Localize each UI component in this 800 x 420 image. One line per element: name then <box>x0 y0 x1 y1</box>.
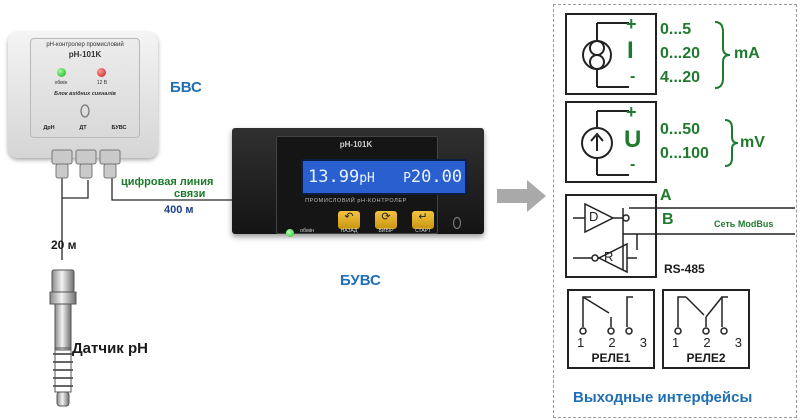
current-range: 4...20 <box>660 69 701 86</box>
sensor-cable-branch <box>62 180 89 199</box>
bvs-brand: pH-контролер промисловий <box>46 42 124 48</box>
modbus-network-label: Сеть ModBus <box>714 219 774 229</box>
voltage-brace-icon <box>724 119 739 167</box>
outputs-title: Выходные интерфейсы <box>573 389 753 406</box>
current-range: 0...20 <box>660 45 701 62</box>
start-button-label: СТАРТ <box>415 228 431 234</box>
relay-pin: 3 <box>639 335 647 350</box>
rs485-label: RS-485 <box>664 262 705 276</box>
relay2-pins: 1 2 3 <box>672 335 742 350</box>
relay1-pins: 1 2 3 <box>577 335 647 350</box>
bvs-logo-icon <box>80 104 90 118</box>
exchange-led <box>286 229 294 237</box>
controller-model: pH-101K <box>339 140 373 149</box>
buvs-controller: pH-101K 13.99pH P20.00 ПРОМИСЛОВИЙ pH-КО… <box>232 128 484 237</box>
lcd-ph-unit: pH <box>359 171 375 186</box>
relay-pin: 1 <box>672 335 680 350</box>
digital-link-label: цифровая линия <box>121 176 214 188</box>
back-button[interactable]: ↶ <box>338 211 360 229</box>
current-brace-icon <box>714 21 731 89</box>
link-length-label: 400 м <box>164 204 194 216</box>
bvs-port-label: ДТ <box>79 125 87 131</box>
relay1-box: 1 2 3 РЕЛЕ1 <box>567 289 655 369</box>
bvs-port-label: ДрН <box>43 125 55 131</box>
exchange-led-label: обмін <box>300 228 315 234</box>
current-source-icon <box>582 22 629 88</box>
voltage-source-icon <box>581 110 629 176</box>
bvs-model: pH-101K <box>68 50 102 59</box>
buvs-label: БУВС <box>340 272 381 289</box>
bvs-block-name: Блок вхідних сигналів <box>54 91 116 97</box>
digital-link-label-2: связи <box>174 188 206 200</box>
relay-pin: 1 <box>577 335 585 350</box>
bvs-exchange-led <box>57 68 66 77</box>
current-unit: mA <box>734 45 760 62</box>
relay1-contact-icon <box>579 296 633 335</box>
voltage-plus: + <box>626 102 637 122</box>
rs485-circuit-icon <box>573 202 795 274</box>
lcd-p-label: P <box>403 171 411 186</box>
current-range: 0...5 <box>660 21 692 38</box>
current-letter: I <box>627 37 634 64</box>
digital-link-wire <box>111 178 233 201</box>
voltage-range: 0...50 <box>660 121 701 138</box>
lcd-display: 13.99pH P20.00 <box>301 159 467 195</box>
lcd-p-value: 20.00 <box>410 167 463 187</box>
ph-sensor-probe <box>49 269 77 407</box>
bvs-exchange-label: обмін <box>54 80 68 86</box>
rs485-driver: D <box>589 209 599 224</box>
bvs-power-label: 12 В <box>96 80 108 86</box>
cable-glands <box>51 149 121 179</box>
select-button-label: ВИБІР <box>378 228 394 234</box>
current-minus: - <box>630 68 636 85</box>
arrow-to-outputs <box>497 180 546 212</box>
select-button[interactable]: ⟳ <box>375 211 397 229</box>
controller-caption: ПРОМИСЛОВИЙ pH-КОНТРОЛЕР <box>305 198 407 204</box>
line-b-label: B <box>662 211 674 228</box>
relay-pin: 2 <box>608 335 616 350</box>
bvs-port-label: БУВС <box>111 125 127 131</box>
voltage-range: 0...100 <box>660 145 709 162</box>
current-output-box <box>565 13 657 95</box>
back-button-label: НАЗАД <box>340 228 358 234</box>
voltage-output-box <box>565 101 657 183</box>
relay2-box: 1 2 3 РЕЛЕ2 <box>662 289 750 369</box>
bvs-front-plate: pH-контролер промисловий pH-101K обмін 1… <box>30 38 140 138</box>
output-interfaces-panel <box>553 4 797 418</box>
relay2-label: РЕЛЕ2 <box>686 351 726 365</box>
sensor-label: Датчик рН <box>72 340 148 357</box>
relay2-contact-icon <box>674 296 728 335</box>
bvs-unit: pH-контролер промисловий pH-101K обмін 1… <box>8 32 158 158</box>
start-button[interactable]: ↵ <box>412 211 434 229</box>
voltage-minus: - <box>630 156 636 173</box>
bvs-label: БВС <box>170 79 202 96</box>
rs485-receiver: R <box>604 249 614 264</box>
line-a-label: A <box>660 187 672 204</box>
cable-length-label: 20 м <box>51 238 77 252</box>
relay1-label: РЕЛЕ1 <box>591 351 631 365</box>
controller-logo-icon <box>452 216 462 230</box>
relay-pin: 2 <box>703 335 711 350</box>
current-plus: + <box>626 14 637 34</box>
lcd-ph-value: 13.99 <box>308 167 360 187</box>
voltage-unit: mV <box>740 134 765 151</box>
bvs-power-led <box>97 68 106 77</box>
relay-pin: 3 <box>734 335 742 350</box>
voltage-letter: U <box>624 126 642 153</box>
